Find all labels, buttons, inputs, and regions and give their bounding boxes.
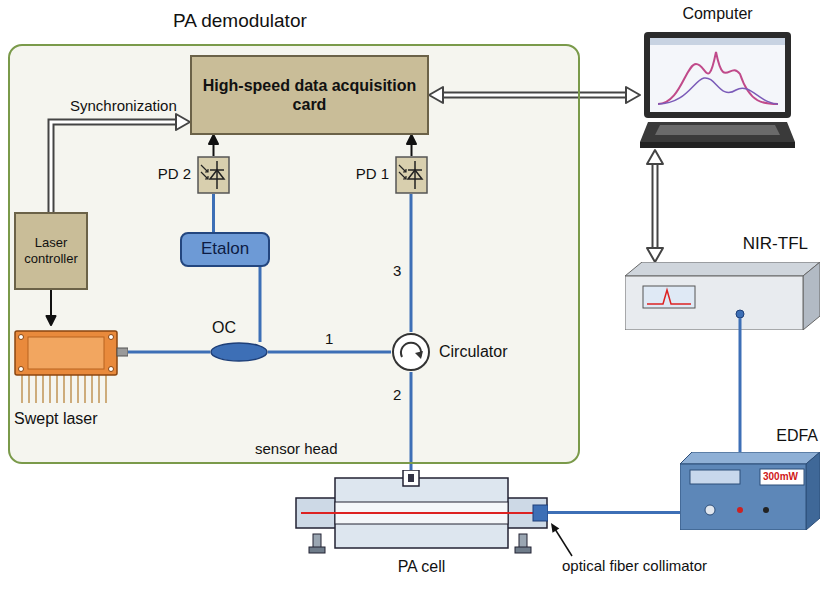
connector-line: [654, 163, 657, 249]
arrowhead: [47, 316, 56, 325]
connector: [47, 290, 56, 325]
node-label: High-speed data acquisition card: [196, 76, 423, 114]
arrowhead: [407, 135, 416, 144]
arrowhead: [429, 87, 443, 103]
swept-laser: Swept laser: [14, 325, 128, 405]
node-label: Computer: [640, 4, 795, 23]
connector: [209, 135, 218, 156]
node-label: PD 2: [158, 165, 191, 183]
fiber-line: [739, 330, 742, 452]
arrowhead: [626, 87, 640, 103]
circulator-drawing: [391, 332, 431, 372]
node-label: PD 1: [356, 165, 389, 183]
fiber-line: [410, 194, 413, 332]
fiber-line: [548, 511, 680, 514]
circulator: Circulator: [391, 332, 431, 372]
tunable-filter-laser-drawing: [625, 262, 820, 330]
connector-line: [442, 92, 627, 99]
fiber-line: [128, 351, 210, 354]
connector: [407, 135, 416, 156]
pa-cell: PA cell: [295, 470, 548, 555]
port-number: 2: [393, 386, 401, 404]
signal-label: Synchronization: [70, 97, 177, 115]
leader-line: [555, 529, 572, 556]
photodetector-drawing: [197, 156, 230, 194]
fiber-line: [410, 372, 413, 470]
connector: [51, 114, 190, 212]
fiber-line: [268, 351, 391, 354]
arrowhead: [176, 114, 190, 130]
pa-cell-drawing: [295, 470, 548, 555]
etalon-box: Etalon: [180, 232, 270, 267]
part-label: sensor head: [255, 440, 338, 458]
connector: [128, 352, 210, 353]
panel-ground: [8, 44, 580, 464]
edfa-drawing: [680, 452, 820, 530]
fiber-line: [212, 194, 215, 232]
arrowhead: [209, 135, 218, 144]
connector: [213, 194, 214, 232]
display-reading: 300mW: [763, 470, 798, 483]
node-label: PA demodulator: [173, 10, 307, 33]
edfa: EDFA: [680, 452, 820, 530]
node-label: Swept laser: [14, 409, 98, 428]
connector-line: [442, 94, 627, 97]
controller-box: Laser controller: [14, 212, 88, 290]
node-label: PA cell: [295, 557, 548, 576]
photodetector: PD 2: [197, 156, 230, 194]
node-label: OC: [212, 318, 236, 337]
node-label: EDFA: [776, 426, 818, 445]
connector-line: [652, 163, 659, 249]
port-number: 1: [325, 330, 333, 348]
optical-coupler-drawing: [210, 342, 268, 362]
connector: [260, 267, 261, 342]
connector: [647, 150, 663, 262]
connector: [411, 194, 412, 332]
laptop-drawing: [640, 30, 795, 150]
photodetector-drawing: [395, 156, 428, 194]
swept-laser-drawing: [14, 325, 128, 405]
port-number: 3: [393, 262, 401, 280]
connector: [548, 512, 680, 513]
daq-card: High-speed data acquisition card: [190, 55, 429, 135]
leader-head: [551, 523, 559, 533]
connector: [429, 87, 640, 103]
connector: [740, 330, 741, 452]
arrowhead: [647, 150, 663, 164]
connector: [411, 372, 412, 470]
fiber-line: [259, 267, 262, 342]
signal-line: [50, 290, 52, 317]
laptop: Computer: [640, 30, 795, 150]
node-label: NIR-TFL: [743, 234, 808, 254]
tunable-filter-laser: NIR-TFL: [625, 262, 820, 330]
part-label: optical fiber collimator: [562, 557, 707, 575]
optical-coupler: OC: [210, 342, 268, 362]
connector: [268, 352, 391, 353]
node-label: Laser controller: [20, 235, 82, 266]
photodetector: PD 1: [395, 156, 428, 194]
arrowhead: [647, 248, 663, 262]
node-label: Circulator: [439, 342, 507, 361]
node-label: Etalon: [201, 239, 249, 259]
